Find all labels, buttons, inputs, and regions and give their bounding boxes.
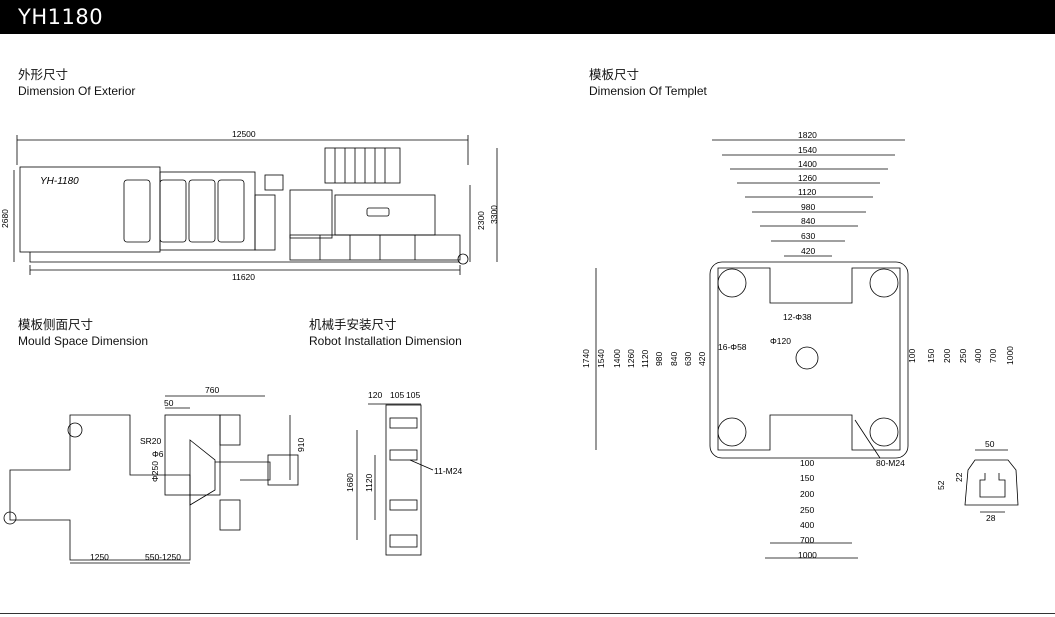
left-dim-4: 1120 bbox=[640, 349, 650, 368]
sr20-label: SR20 bbox=[140, 436, 162, 446]
exterior-title: 外形尺寸 Dimension Of Exterior bbox=[18, 66, 135, 100]
exterior-title-cn: 外形尺寸 bbox=[18, 67, 69, 82]
right-dim-4: 400 bbox=[973, 349, 983, 363]
dim-2300: 2300 bbox=[476, 211, 486, 230]
model-title: YH1180 bbox=[18, 5, 104, 29]
left-dim-8: 420 bbox=[697, 352, 707, 366]
bottom-dim-4: 400 bbox=[800, 520, 814, 530]
dim-120: 120 bbox=[368, 390, 382, 400]
left-dim-1: 1540 bbox=[596, 349, 606, 368]
dim-1250: 1250 bbox=[90, 552, 109, 562]
dim-2680: 2680 bbox=[0, 209, 10, 228]
left-dim-3: 1260 bbox=[626, 349, 636, 368]
bottom-dim-2: 200 bbox=[800, 489, 814, 499]
top-dim-4: 1120 bbox=[798, 187, 817, 197]
robot-title-en: Robot Installation Dimension bbox=[309, 334, 462, 348]
slot-base: 28 bbox=[986, 513, 996, 523]
top-dim-8: 420 bbox=[801, 246, 815, 256]
top-dim-0: 1820 bbox=[798, 130, 817, 140]
top-dim-2: 1400 bbox=[798, 159, 817, 169]
top-dim-3: 1260 bbox=[798, 173, 817, 183]
templet-drawing: 1820 1540 1400 1260 1120 980 840 630 420… bbox=[581, 130, 1019, 560]
dim-105b: 105 bbox=[406, 390, 420, 400]
right-dim-6: 1000 bbox=[1005, 346, 1015, 365]
right-dim-3: 250 bbox=[958, 349, 968, 363]
mould-title-cn: 模板侧面尺寸 bbox=[18, 317, 94, 332]
slot-h2: 52 bbox=[936, 480, 946, 490]
robot-title: 机械手安装尺寸 Robot Installation Dimension bbox=[309, 316, 462, 350]
slot-width: 50 bbox=[985, 439, 995, 449]
holes12-label: 12-Φ38 bbox=[783, 312, 812, 322]
holes16-label: 16-Φ58 bbox=[718, 342, 747, 352]
templet-title-en: Dimension Of Templet bbox=[589, 84, 707, 98]
templet-title: 模板尺寸 Dimension Of Templet bbox=[589, 66, 707, 100]
mould-title-en: Mould Space Dimension bbox=[18, 334, 149, 348]
dim-11620: 11620 bbox=[232, 272, 255, 282]
dim-range: 550-1250 bbox=[145, 552, 181, 562]
left-dim-0: 1740 bbox=[581, 349, 591, 368]
dim-3300: 3300 bbox=[489, 205, 499, 224]
phi6-label: Φ6 bbox=[152, 449, 164, 459]
bottom-dim-1: 150 bbox=[800, 473, 814, 483]
page-header: YH1180 bbox=[0, 0, 1055, 34]
bottom-dim-0: 100 bbox=[800, 458, 814, 468]
left-dim-7: 630 bbox=[683, 352, 693, 366]
dim-760: 760 bbox=[205, 385, 219, 395]
dim-910: 910 bbox=[296, 438, 306, 452]
slot-h1: 22 bbox=[954, 472, 964, 482]
robot-drawing: 120 105 105 1680 1120 11-M24 bbox=[345, 390, 462, 556]
top-dim-7: 630 bbox=[801, 231, 815, 241]
exterior-title-en: Dimension Of Exterior bbox=[18, 84, 136, 98]
holes80-label: 80-M24 bbox=[876, 458, 905, 468]
bottom-divider bbox=[0, 613, 1055, 614]
right-dim-2: 200 bbox=[942, 349, 952, 363]
bottom-dim-6: 1000 bbox=[798, 550, 817, 560]
dim-1120: 1120 bbox=[364, 473, 374, 492]
mould-title: 模板侧面尺寸 Mould Space Dimension bbox=[18, 316, 148, 350]
right-dim-0: 100 bbox=[907, 349, 917, 363]
robot-holes-label: 11-M24 bbox=[434, 466, 462, 476]
left-dim-2: 1400 bbox=[612, 349, 622, 368]
top-dim-1: 1540 bbox=[798, 145, 817, 155]
templet-title-cn: 模板尺寸 bbox=[589, 67, 640, 82]
model-label: YH-1180 bbox=[40, 176, 79, 187]
mould-drawing: 760 50 910 SR20 Φ6 Φ250 1250 550-1250 bbox=[3, 385, 306, 564]
dim-105a: 105 bbox=[390, 390, 404, 400]
left-dim-6: 840 bbox=[669, 352, 679, 366]
exterior-drawing: 12500 YH-1180 2680 2300 3300 11620 bbox=[0, 129, 499, 282]
phi120-label: Φ120 bbox=[770, 336, 791, 346]
right-dim-5: 700 bbox=[988, 349, 998, 363]
top-dim-5: 980 bbox=[801, 202, 815, 212]
dim-12500: 12500 bbox=[232, 129, 256, 139]
bottom-dim-3: 250 bbox=[800, 505, 814, 515]
robot-title-cn: 机械手安装尺寸 bbox=[309, 317, 397, 332]
top-dim-6: 840 bbox=[801, 216, 815, 226]
right-dim-1: 150 bbox=[926, 349, 936, 363]
dim-1680: 1680 bbox=[345, 473, 355, 492]
bottom-dim-5: 700 bbox=[800, 535, 814, 545]
dim-50: 50 bbox=[164, 398, 174, 408]
phi250-label: Φ250 bbox=[150, 461, 160, 482]
left-dim-5: 980 bbox=[654, 352, 664, 366]
